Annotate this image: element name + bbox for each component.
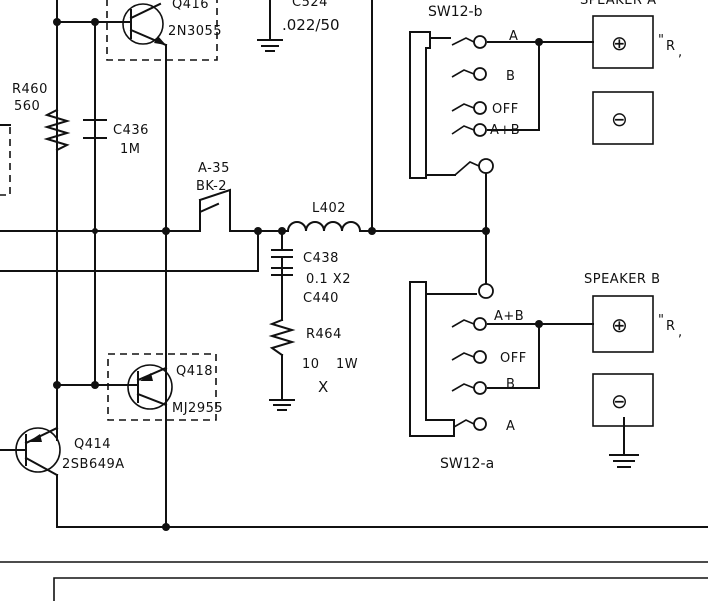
connector-ref-label: A-35 [198,161,230,176]
q418-ref-label: Q418 [176,364,213,379]
c436-ref-label: C436 [113,123,149,138]
speaker-a-plus-terminal [592,15,654,69]
speaker-b-channel-comma: , [678,325,682,340]
resistor-r460 [43,108,71,152]
c524-ref-label: C524 [292,0,328,10]
r460-ref-label: R460 [12,82,48,97]
c438-ref-label: C438 [303,251,339,266]
sw12b-pos-off: OFF [492,102,519,117]
plus-icon: ⊕ [611,31,628,55]
plus-icon: ⊕ [611,313,628,337]
switch-sw12b [409,31,494,179]
c436-value-label: 1M [120,142,141,157]
speaker-b-channel-quote: " [658,313,664,328]
l402-ref-label: L402 [312,201,346,216]
switch-sw12a [409,281,494,437]
minus-icon: ⊖ [611,389,628,413]
c438-value-label: 0.1 X2 [306,272,351,287]
sw12b-pos-a: A [509,29,518,44]
speaker-a-channel-comma: , [678,45,682,60]
ground-icon [609,454,639,468]
q418-part-label: MJ2955 [172,401,223,416]
page-frame [0,561,708,601]
r464-rating-label: 1W [336,357,358,372]
q414-part-label: 2SB649A [62,457,125,472]
r464-value-label: 10 [302,357,320,372]
transistor-q414 [15,426,61,477]
capacitor-c436 [83,119,107,139]
speaker-a-channel-label: R [666,39,676,54]
q414-ref-label: Q414 [74,437,111,452]
r464-ref-label: R464 [306,327,342,342]
speaker-a-minus-terminal [592,91,654,145]
inductor-l402 [286,221,362,233]
left-dashed-box [0,124,11,196]
ground-icon [269,399,295,411]
speaker-a-label: SPEAKER A [580,0,657,8]
c524-value-label: .022/50 [282,16,340,34]
sw12a-pos-ab: A+B [494,309,524,324]
sw12a-pos-b: B [506,377,515,392]
sw12b-ref-label: SW12-b [428,4,483,20]
r464-mark-label: X [318,378,328,396]
resistor-r464 [268,318,296,357]
speaker-b-plus-terminal [592,295,654,353]
capacitor-c524 [257,39,283,52]
sw12b-pos-ab: A+B [490,123,520,138]
sw12a-ref-label: SW12-a [440,456,494,472]
sw12a-pos-a: A [506,419,515,434]
r460-value-label: 560 [14,99,40,114]
speaker-b-channel-label: R [666,319,676,334]
connector-sub-label: BK-2 [196,179,227,194]
speaker-b-label: SPEAKER B [584,272,661,287]
transistor-q416 [119,2,168,47]
sw12b-pos-b: B [506,69,515,84]
capacitor-c438 [271,249,293,276]
q416-dashed-box [106,0,218,61]
sw12a-pos-off: OFF [500,351,527,366]
transistor-q418 [127,364,173,410]
c440-ref-label: C440 [303,291,339,306]
connector-a35 [198,188,231,232]
q416-ref-label: Q416 [172,0,209,12]
speaker-b-minus-terminal [592,373,654,427]
junction-dots [53,18,543,531]
q416-part-label: 2N3055 [168,24,222,39]
minus-icon: ⊖ [611,107,628,131]
speaker-a-channel-quote: " [658,33,664,48]
q418-dashed-box [107,353,217,421]
